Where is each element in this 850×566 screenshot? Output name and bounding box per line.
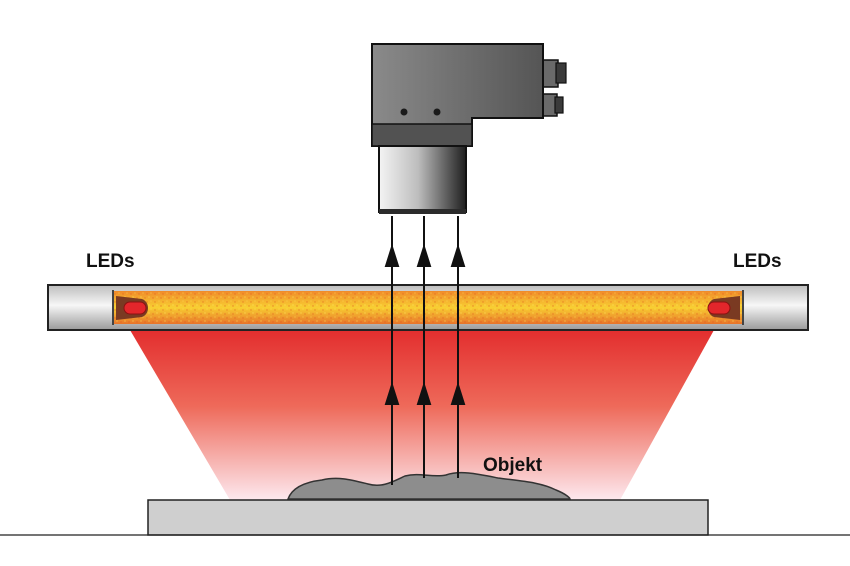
base-plate — [147, 499, 709, 536]
arrow-up-icon — [450, 243, 466, 267]
camera-icon — [371, 43, 567, 214]
led-right — [707, 296, 740, 320]
light-cone — [130, 330, 714, 500]
leds-label-left: LEDs — [86, 251, 135, 272]
led-left — [116, 296, 148, 320]
object-blob — [286, 471, 571, 500]
arrow-up-icon — [416, 243, 432, 267]
leds-label-right: LEDs — [733, 251, 782, 272]
arrow-up-icon — [450, 381, 466, 405]
arrow-up-icon — [384, 243, 400, 267]
arrow-up-icon — [416, 381, 432, 405]
object-label: Objekt — [483, 455, 543, 476]
arrow-up-icon — [384, 381, 400, 405]
diffuser-texture — [113, 291, 743, 324]
light-ray-arrows — [384, 216, 466, 485]
